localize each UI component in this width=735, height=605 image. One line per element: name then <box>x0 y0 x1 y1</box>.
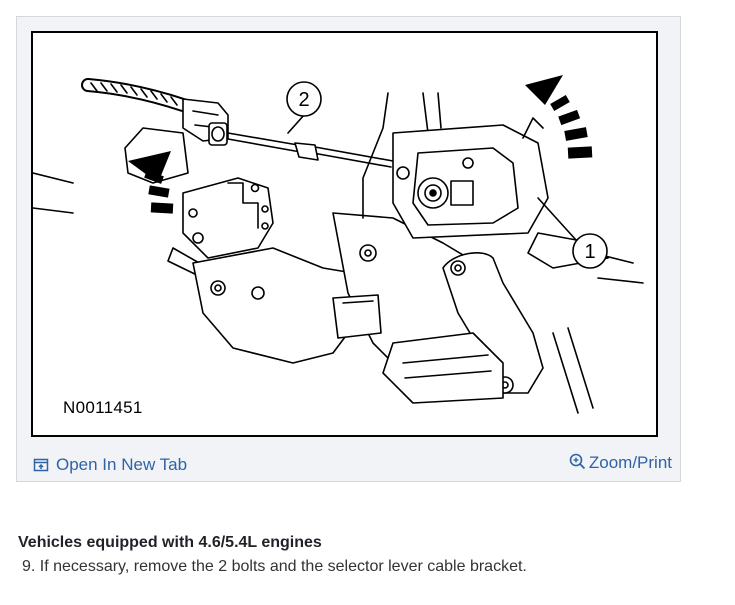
figure-code: N0011451 <box>63 398 143 417</box>
step-number: 9. <box>22 558 36 575</box>
rotation-arrow-left <box>128 151 174 214</box>
callout-1: 1 <box>572 233 608 269</box>
open-in-new-tab-button[interactable]: Open In New Tab <box>33 455 187 475</box>
magnifier-plus-icon <box>569 453 585 469</box>
open-in-new-tab-label: Open In New Tab <box>56 455 188 474</box>
svg-text:2: 2 <box>298 89 309 111</box>
zoom-print-label: Zoom/Print <box>588 453 672 472</box>
callout-2: 2 <box>286 81 322 117</box>
open-in-new-tab-icon <box>33 458 49 472</box>
step-instruction: 9. If necessary, remove the 2 bolts and … <box>22 558 527 576</box>
rotation-arrow-right <box>525 75 593 159</box>
figure-toolbar: Open In New Tab Zoom/Print <box>17 449 680 481</box>
figure-frame: 2 1 N0011451 <box>31 31 658 437</box>
zoom-print-button[interactable]: Zoom/Print <box>569 453 672 473</box>
step-text: If necessary, remove the 2 bolts and the… <box>39 558 527 575</box>
figure-card: 2 1 N0011451 Open In New Tab <box>16 16 681 482</box>
section-heading: Vehicles equipped with 4.6/5.4L engines <box>18 534 322 551</box>
svg-text:1: 1 <box>584 241 595 263</box>
transmission-illustration: 2 1 <box>33 75 644 414</box>
